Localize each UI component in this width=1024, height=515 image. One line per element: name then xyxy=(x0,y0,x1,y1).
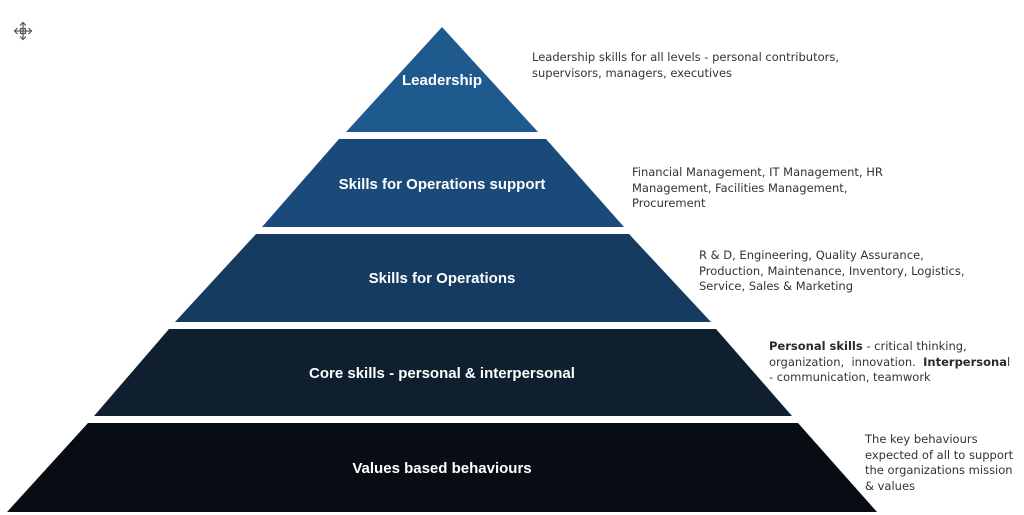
description-line: R & D, Engineering, Quality Assurance, xyxy=(699,248,924,262)
description-values: The key behaviours expected of all to su… xyxy=(865,432,1013,494)
description-bold-term: Interpersona xyxy=(923,354,1007,369)
description-line: the organizations mission xyxy=(865,463,1013,477)
pyramid-level-core-skills xyxy=(94,329,792,416)
description-line: Procurement xyxy=(632,196,706,210)
description-core-skills: Personal skills - critical thinking, org… xyxy=(769,339,1010,386)
description-line: Leadership skills for all levels - perso… xyxy=(532,50,840,64)
description-line: Production, Maintenance, Inventory, Logi… xyxy=(699,263,965,278)
move-arrows-icon[interactable] xyxy=(12,20,34,42)
description-text: l xyxy=(1006,354,1011,369)
description-operations: R & D, Engineering, Quality Assurance, P… xyxy=(699,248,965,295)
description-line: expected of all to support xyxy=(865,447,1014,462)
description-text: - critical thinking, xyxy=(862,339,967,353)
description-line: Management, Facilities Management, xyxy=(632,180,848,195)
description-bold-term: Personal skills xyxy=(769,339,863,353)
description-leadership: Leadership skills for all levels - perso… xyxy=(532,50,839,81)
pyramid-level-leadership xyxy=(346,27,538,132)
description-line: Service, Sales & Marketing xyxy=(699,279,854,293)
pyramid-level-values xyxy=(7,423,877,512)
level-label-core-skills: Core skills - personal & interpersonal xyxy=(309,365,575,382)
level-label-ops-support: Skills for Operations support xyxy=(339,176,546,193)
description-ops-support: Financial Management, IT Management, HR … xyxy=(632,165,883,212)
description-line: The key behaviours xyxy=(865,432,978,446)
pyramid-level-operations xyxy=(175,234,711,322)
pyramid-level-ops-support xyxy=(262,139,624,227)
description-text: organization, innovation. xyxy=(769,354,924,369)
level-label-leadership: Leadership xyxy=(402,72,482,89)
level-label-values: Values based behaviours xyxy=(352,460,531,477)
description-line: - communication, teamwork xyxy=(769,370,931,384)
level-label-operations: Skills for Operations xyxy=(369,270,516,287)
description-line: Financial Management, IT Management, HR xyxy=(632,165,883,179)
description-line: supervisors, managers, executives xyxy=(532,65,733,80)
description-line: & values xyxy=(865,478,916,493)
